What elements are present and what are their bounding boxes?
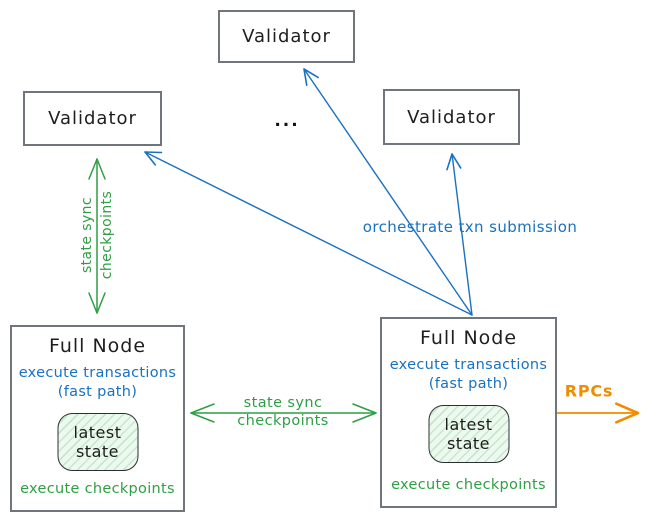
validator-top-label: Validator xyxy=(242,26,331,47)
label-state-sync-horizontal: state sync checkpoints xyxy=(237,394,328,430)
label-rpcs: RPCs xyxy=(564,381,614,401)
capability-fast-path: (fast path) xyxy=(57,384,138,400)
edge-orchestrate-arrows xyxy=(144,68,473,316)
full-node-right-title: Full Node xyxy=(419,327,518,349)
validator-box-right: Validator xyxy=(383,89,520,145)
edge-state-sync-horizontal xyxy=(190,403,377,423)
more-validators-ellipsis: ... xyxy=(274,111,300,131)
validator-right-label: Validator xyxy=(407,106,496,128)
validator-left-label: Validator xyxy=(48,108,137,129)
latest-state-left-line2: state xyxy=(75,442,119,461)
validator-box-top: Validator xyxy=(218,10,355,63)
validator-box-left: Validator xyxy=(23,91,162,146)
label-state-sync-vertical-line2: checkpoints xyxy=(99,190,115,280)
latest-state-left-label: latest state xyxy=(74,423,122,461)
edge-state-sync-vertical xyxy=(88,158,106,314)
capability-execute-transactions: execute transactions xyxy=(18,365,177,381)
full-node-box-left: Full Node execute transactions (fast pat… xyxy=(10,325,185,512)
capability-execute-transactions: execute transactions xyxy=(389,357,548,373)
full-node-right-capabilities: execute transactions (fast path) xyxy=(382,356,555,394)
label-state-sync-horizontal-line1: state sync xyxy=(243,395,323,411)
full-node-left-title: Full Node xyxy=(48,335,147,357)
label-state-sync-vertical-line1: state sync xyxy=(79,196,95,274)
latest-state-left-line1: latest xyxy=(73,423,122,442)
latest-state-right-line1: latest xyxy=(444,415,493,434)
latest-state-right-label: latest state xyxy=(445,415,493,453)
label-state-sync-horizontal-line2: checkpoints xyxy=(237,413,329,429)
latest-state-right-line2: state xyxy=(446,434,490,453)
label-state-sync-vertical: state sync checkpoints xyxy=(77,191,117,279)
full-node-left-capabilities: execute transactions (fast path) xyxy=(12,364,183,402)
latest-state-box-right: latest state xyxy=(428,405,509,463)
full-node-box-right: Full Node execute transactions (fast pat… xyxy=(380,317,557,508)
latest-state-box-left: latest state xyxy=(57,413,138,471)
full-node-right-footer: execute checkpoints xyxy=(391,477,546,493)
capability-fast-path: (fast path) xyxy=(428,376,509,392)
label-orchestrate-txn-submission: orchestrate txn submission xyxy=(362,218,578,236)
full-node-left-footer: execute checkpoints xyxy=(20,481,175,497)
